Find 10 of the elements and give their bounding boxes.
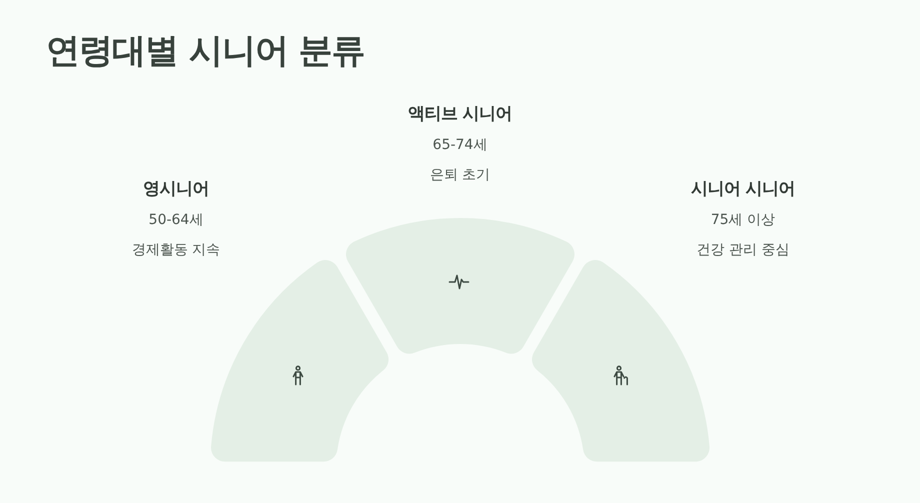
segment-description: 은퇴 초기 [430,166,490,185]
segment-description: 경제활동 지속 [132,241,220,260]
age-range: 65-74세 [432,136,488,155]
age-range: 50-64세 [148,211,204,230]
age-range: 75세 이상 [710,211,776,230]
segment-title: 액티브 시니어 [408,103,512,125]
segment-title: 시니어 시니어 [690,178,796,200]
diagram-title: 연령대별 시니어 분류 [46,30,365,73]
segment-title: 영시니어 [143,178,209,200]
segment-description: 건강 관리 중심 [696,241,790,260]
